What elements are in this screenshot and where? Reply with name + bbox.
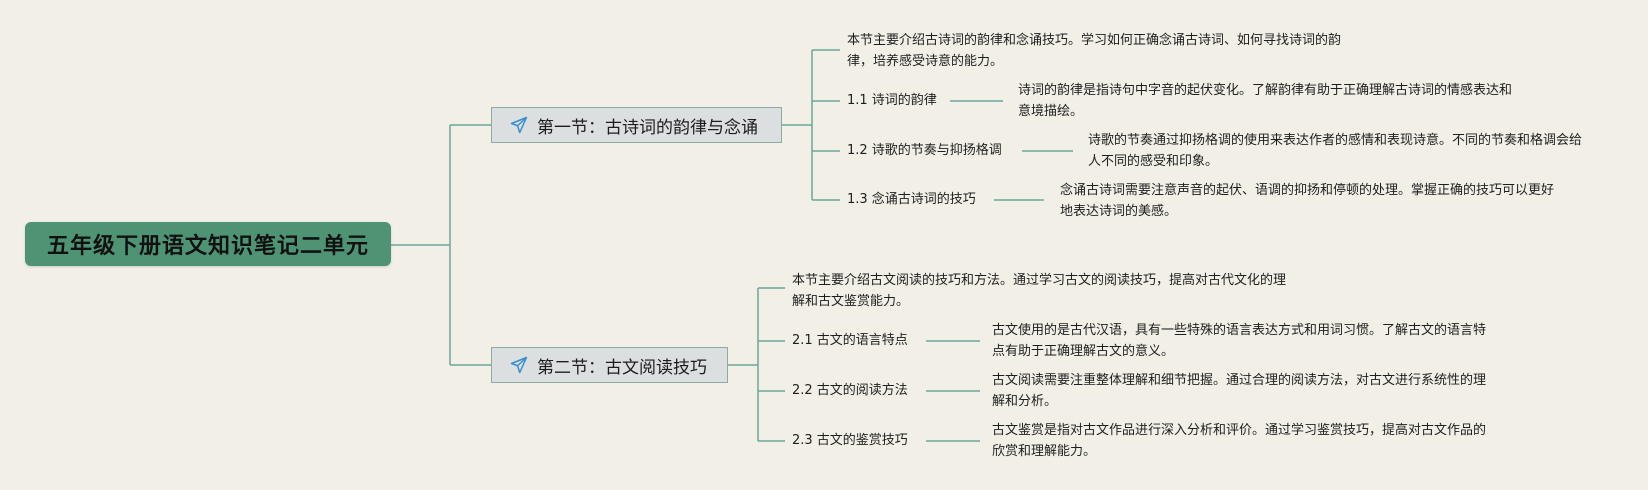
section-1-item-2-detail: 诗歌的节奏通过抑扬格调的使用来表达作者的感情和表现诗意。不同的节奏和格调会给人不… [1088, 133, 1583, 169]
section-1-item-1-detail: 诗词的韵律是指诗句中字音的起伏变化。了解韵律有助于正确理解古诗词的情感表达和意境… [1018, 83, 1513, 119]
section-2-item-3-detail: 古文鉴赏是指对古文作品进行深入分析和评价。通过学习鉴赏技巧，提高对古文作品的欣赏… [992, 423, 1487, 459]
paper-plane-icon [510, 356, 528, 374]
section-2-item-2-label[interactable]: 2.2 古文的阅读方法 [792, 383, 908, 398]
section-2-title: 第二节：古文阅读技巧 [537, 357, 707, 378]
section-2-node[interactable]: 第二节：古文阅读技巧 [491, 347, 728, 383]
section-2-item-3-label[interactable]: 2.3 古文的鉴赏技巧 [792, 433, 908, 448]
section-2-item-2-detail: 古文阅读需要注重整体理解和细节把握。通过合理的阅读方法，对古文进行系统性的理解和… [992, 373, 1487, 409]
connector-section-2 [728, 287, 785, 442]
root-node[interactable]: 五年级下册语文知识笔记二单元 [25, 222, 391, 266]
section-1-item-3-detail: 念诵古诗词需要注意声音的起伏、语调的抑扬和停顿的处理。掌握正确的技巧可以更好地表… [1060, 183, 1555, 219]
section-1-node[interactable]: 第一节：古诗词的韵律与念诵 [491, 107, 782, 143]
section-1-item-2-label[interactable]: 1.2 诗歌的节奏与抑扬格调 [847, 143, 1002, 158]
section-2-summary: 本节主要介绍古文阅读的技巧和方法。通过学习古文的阅读技巧，提高对古代文化的理解和… [792, 273, 1287, 309]
paper-plane-icon [510, 116, 528, 134]
connector-root [391, 124, 491, 366]
connector-section-1 [782, 49, 840, 201]
section-2-item-1-label[interactable]: 2.1 古文的语言特点 [792, 333, 908, 348]
section-1-item-1-label[interactable]: 1.1 诗词的韵律 [847, 93, 937, 108]
section-1-title: 第一节：古诗词的韵律与念诵 [537, 117, 758, 138]
section-2-item-1-detail: 古文使用的是古代汉语，具有一些特殊的语言表达方式和用词习惯。了解古文的语言特点有… [992, 323, 1487, 359]
section-1-summary: 本节主要介绍古诗词的韵律和念诵技巧。学习如何正确念诵古诗词、如何寻找诗词的韵律，… [847, 33, 1342, 69]
section-1-item-3-label[interactable]: 1.3 念诵古诗词的技巧 [847, 192, 976, 207]
root-title: 五年级下册语文知识笔记二单元 [46, 234, 369, 259]
